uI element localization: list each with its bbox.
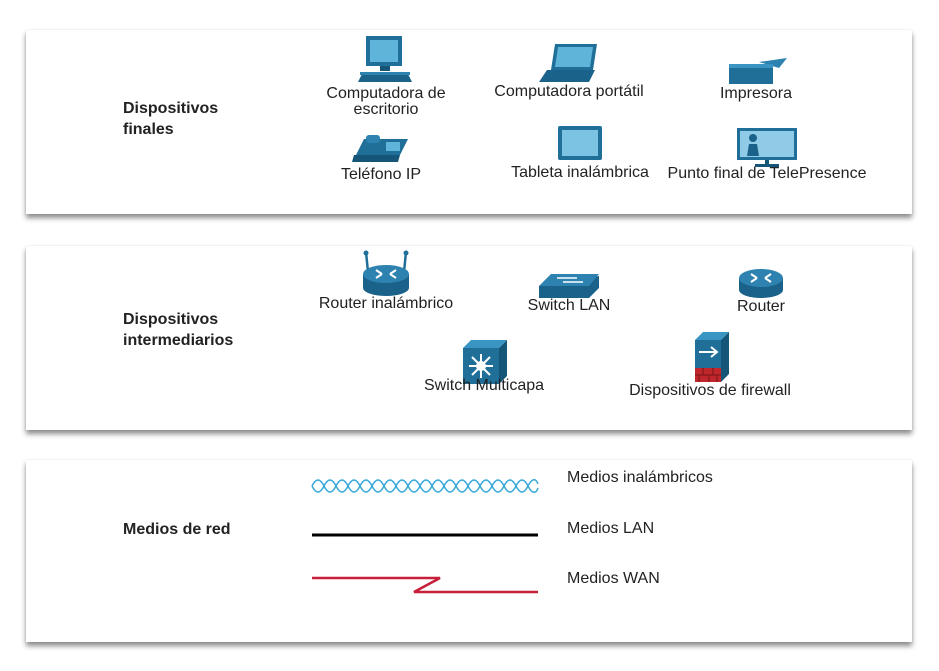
multilayer-switch-label: Switch Multicapa: [423, 377, 545, 394]
router-label: Router: [736, 298, 786, 315]
multilayer-switch-icon: [463, 340, 507, 384]
lan-media-line: [312, 533, 538, 537]
network-media-panel: Medios de red Medios inalámbricos Medios…: [26, 460, 912, 642]
telepresence-icon: [737, 128, 797, 167]
wireless-router-icon: [363, 250, 409, 296]
wan-media-label: Medios WAN: [567, 570, 660, 587]
router-device: Router: [716, 266, 806, 315]
ip-phone-label: Teléfono IP: [340, 166, 422, 183]
desktop-computer-icon: [358, 36, 412, 82]
desktop-label: Computadora de escritorio: [326, 85, 446, 118]
lan-switch-icon: [539, 274, 599, 298]
printer-device: Impresora: [696, 56, 816, 102]
wireless-media-line: [311, 479, 539, 493]
tablet-device: Tableta inalámbrica: [500, 124, 660, 181]
telepresence-device: Punto final de TelePresence: [660, 126, 874, 182]
intermediary-devices-panel: Dispositivos intermediarios Router inalá…: [26, 246, 912, 430]
end-devices-title: Dispositivos finales: [123, 100, 219, 138]
laptop-device: Computadora portátil: [480, 42, 658, 100]
ip-phone-icon: [352, 135, 408, 162]
firewall-device: Dispositivos de firewall: [610, 330, 810, 399]
tablet-label: Tableta inalámbrica: [511, 164, 649, 181]
desktop-device: Computadora de escritorio: [312, 34, 460, 118]
firewall-icon: [695, 332, 729, 382]
laptop-label: Computadora portátil: [494, 83, 644, 100]
ip-phone-device: Teléfono IP: [318, 133, 444, 183]
lan-switch-device: Switch LAN: [504, 270, 634, 314]
laptop-icon: [539, 44, 597, 82]
lan-media-label: Medios LAN: [567, 520, 655, 537]
printer-label: Impresora: [719, 85, 793, 102]
router-icon: [739, 269, 783, 298]
wireless-media-label: Medios inalámbricos: [567, 469, 713, 486]
telepresence-label: Punto final de TelePresence: [667, 165, 867, 182]
firewall-label: Dispositivos de firewall: [629, 382, 791, 399]
tablet-icon: [558, 126, 602, 160]
lan-switch-label: Switch LAN: [527, 297, 611, 314]
printer-icon: [729, 58, 787, 84]
wan-media-line: [312, 576, 538, 594]
intermediary-devices-title: Dispositivos intermediarios: [123, 311, 234, 349]
wireless-router-label: Router inalámbrico: [318, 295, 454, 312]
multilayer-switch-device: Switch Multicapa: [414, 338, 554, 394]
wireless-router-device: Router inalámbrico: [308, 250, 464, 312]
network-media-title: Medios de red: [123, 521, 231, 538]
end-devices-panel: Dispositivos finales Computadora de escr…: [26, 30, 912, 214]
